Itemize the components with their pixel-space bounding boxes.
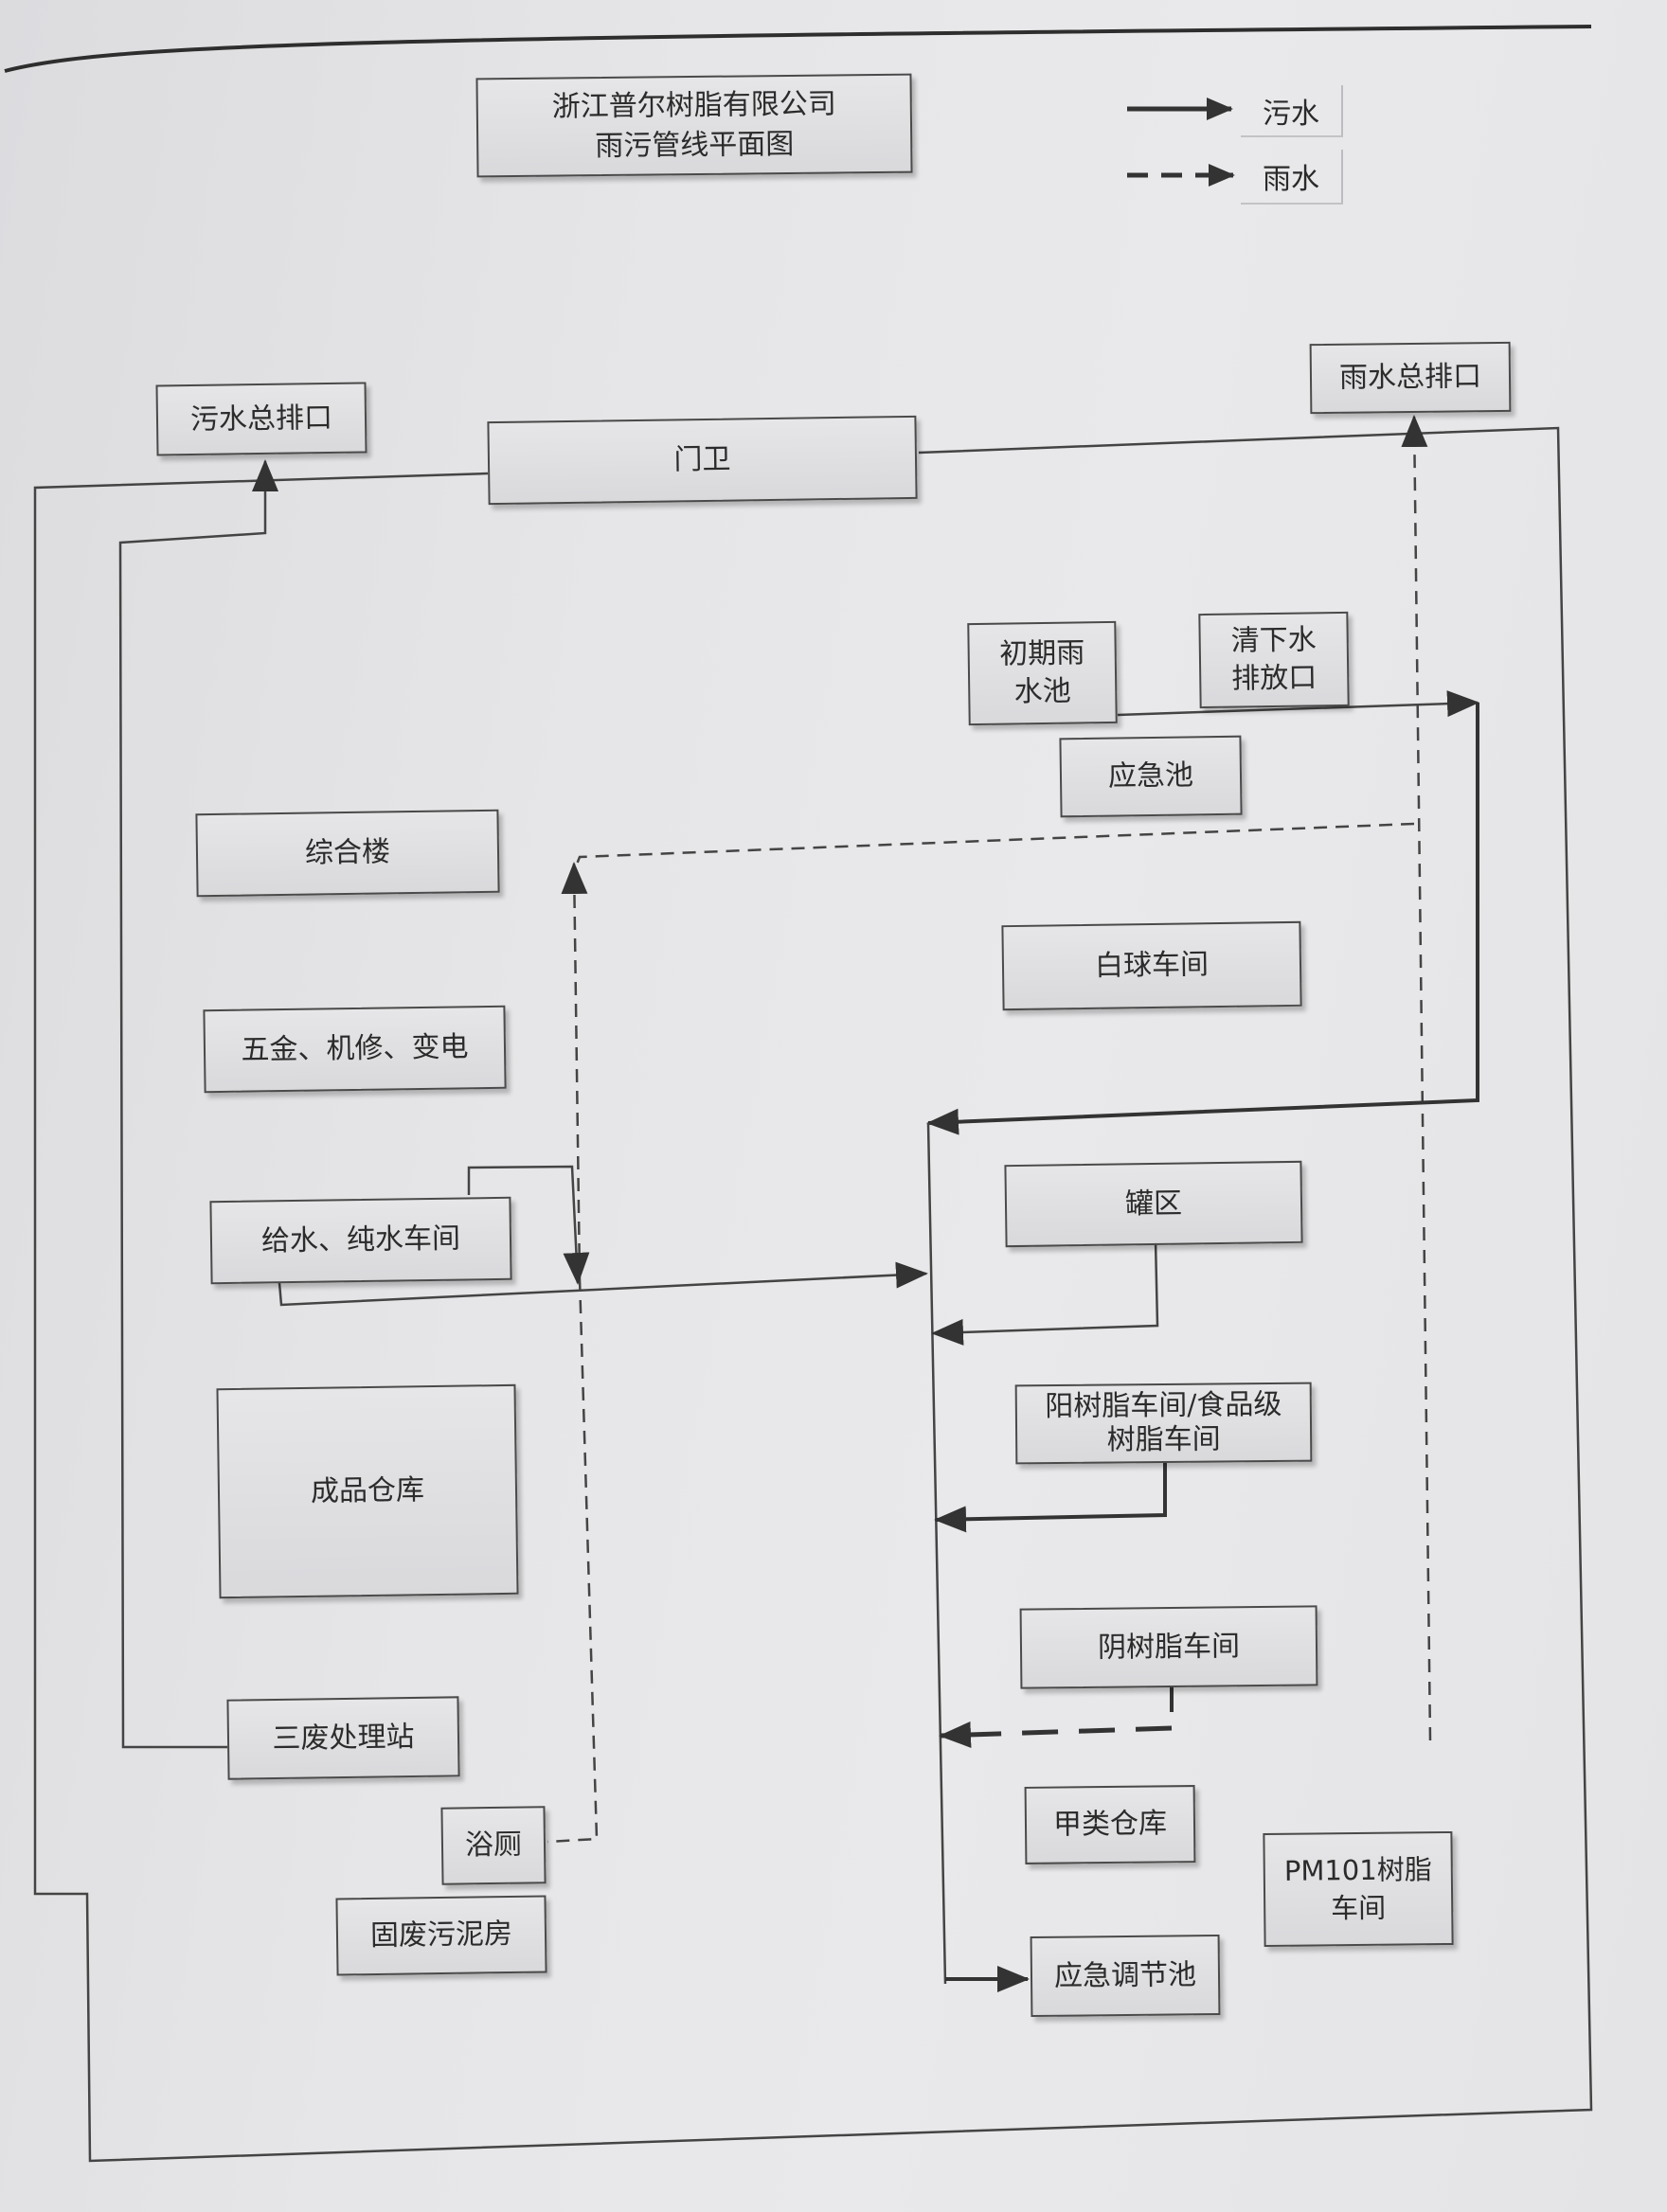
cation-resin-workshop-box: 阳树脂车间/食品级 树脂车间 xyxy=(1014,1382,1313,1465)
title-subtitle: 雨污管线平面图 xyxy=(595,127,795,163)
emergency-regulating-pool-box: 应急调节池 xyxy=(1030,1934,1221,2018)
restroom-rain-line xyxy=(547,1277,599,1844)
initial-rain-to-outlet-line xyxy=(1117,690,1479,718)
sewage-return-line xyxy=(926,703,1479,1135)
legend-rain-label: 雨水 xyxy=(1241,150,1343,205)
finished-goods-warehouse-box: 成品仓库 xyxy=(216,1383,519,1599)
anion-resin-dashed-line xyxy=(939,1721,1173,1748)
anion-resin-workshop-box: 阴树脂车间 xyxy=(1019,1605,1318,1689)
tank-area-line xyxy=(931,1240,1159,1346)
cation-resin-line xyxy=(934,1463,1167,1533)
restroom-box: 浴厕 xyxy=(440,1806,547,1885)
water-supply-bottom-line xyxy=(278,1261,928,1307)
hardware-repair-power-box: 五金、机修、变电 xyxy=(203,1005,507,1094)
office-building-box: 综合楼 xyxy=(195,809,500,898)
top-rule xyxy=(4,25,1592,73)
rain-branch-arrow-line xyxy=(561,862,588,1279)
title-company: 浙江普尔树脂有限公司 xyxy=(551,86,836,124)
clean-water-outlet-box: 清下水 排放口 xyxy=(1198,611,1350,709)
emergency-pool-box: 应急池 xyxy=(1059,735,1243,818)
rain-outlet-box: 雨水总排口 xyxy=(1309,341,1512,415)
water-supply-top-loop xyxy=(467,1165,590,1285)
legend-sewage-label: 污水 xyxy=(1241,85,1343,137)
waste-treatment-station-box: 三废处理站 xyxy=(226,1696,460,1780)
plant-boundary xyxy=(33,426,1593,2163)
sewage-main-line xyxy=(118,459,278,1749)
collection-vertical-line xyxy=(926,1122,947,1985)
solid-waste-sludge-room-box: 固废污泥房 xyxy=(335,1895,547,1976)
initial-rain-pool-box: 初期雨 水池 xyxy=(967,620,1118,726)
sewage-outlet-box: 污水总排口 xyxy=(155,382,367,456)
class-a-warehouse-box: 甲类仓库 xyxy=(1024,1785,1196,1864)
pm101-resin-workshop-box: PM101树脂 车间 xyxy=(1263,1830,1454,1948)
gate-box: 门卫 xyxy=(487,415,918,506)
diagram-title: 浙江普尔树脂有限公司 雨污管线平面图 xyxy=(475,73,913,178)
tank-area-box: 罐区 xyxy=(1004,1160,1303,1248)
rain-riser-line xyxy=(1401,415,1432,1741)
rain-branch-line xyxy=(574,822,1415,867)
water-supply-workshop-box: 给水、纯水车间 xyxy=(209,1196,512,1285)
white-ball-workshop-box: 白球车间 xyxy=(1001,920,1302,1011)
